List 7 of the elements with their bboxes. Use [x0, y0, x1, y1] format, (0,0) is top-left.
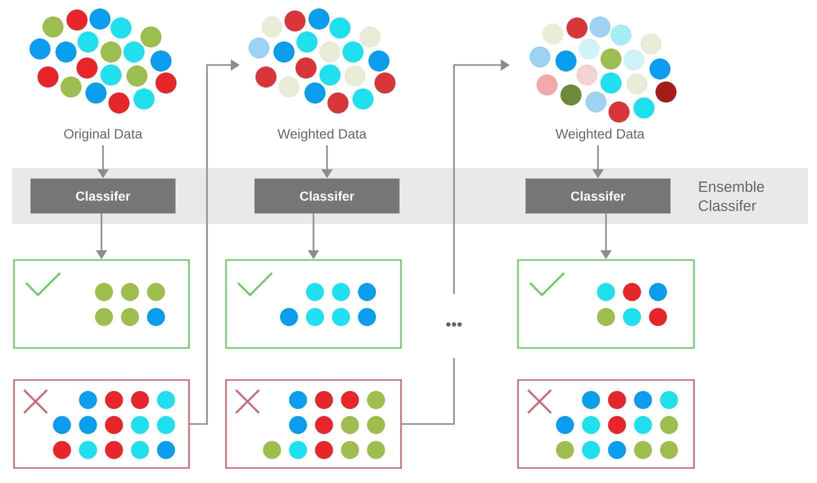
- classifier-box: Classifer: [254, 178, 400, 214]
- edge-label: •••: [444, 294, 464, 358]
- node-label: Weighted Data: [278, 128, 367, 142]
- node-label: Original Data: [64, 128, 142, 142]
- node-label: Weighted Data: [556, 128, 645, 142]
- classifier-box: Classifer: [526, 178, 670, 214]
- classifier-box: Classifer: [30, 178, 176, 214]
